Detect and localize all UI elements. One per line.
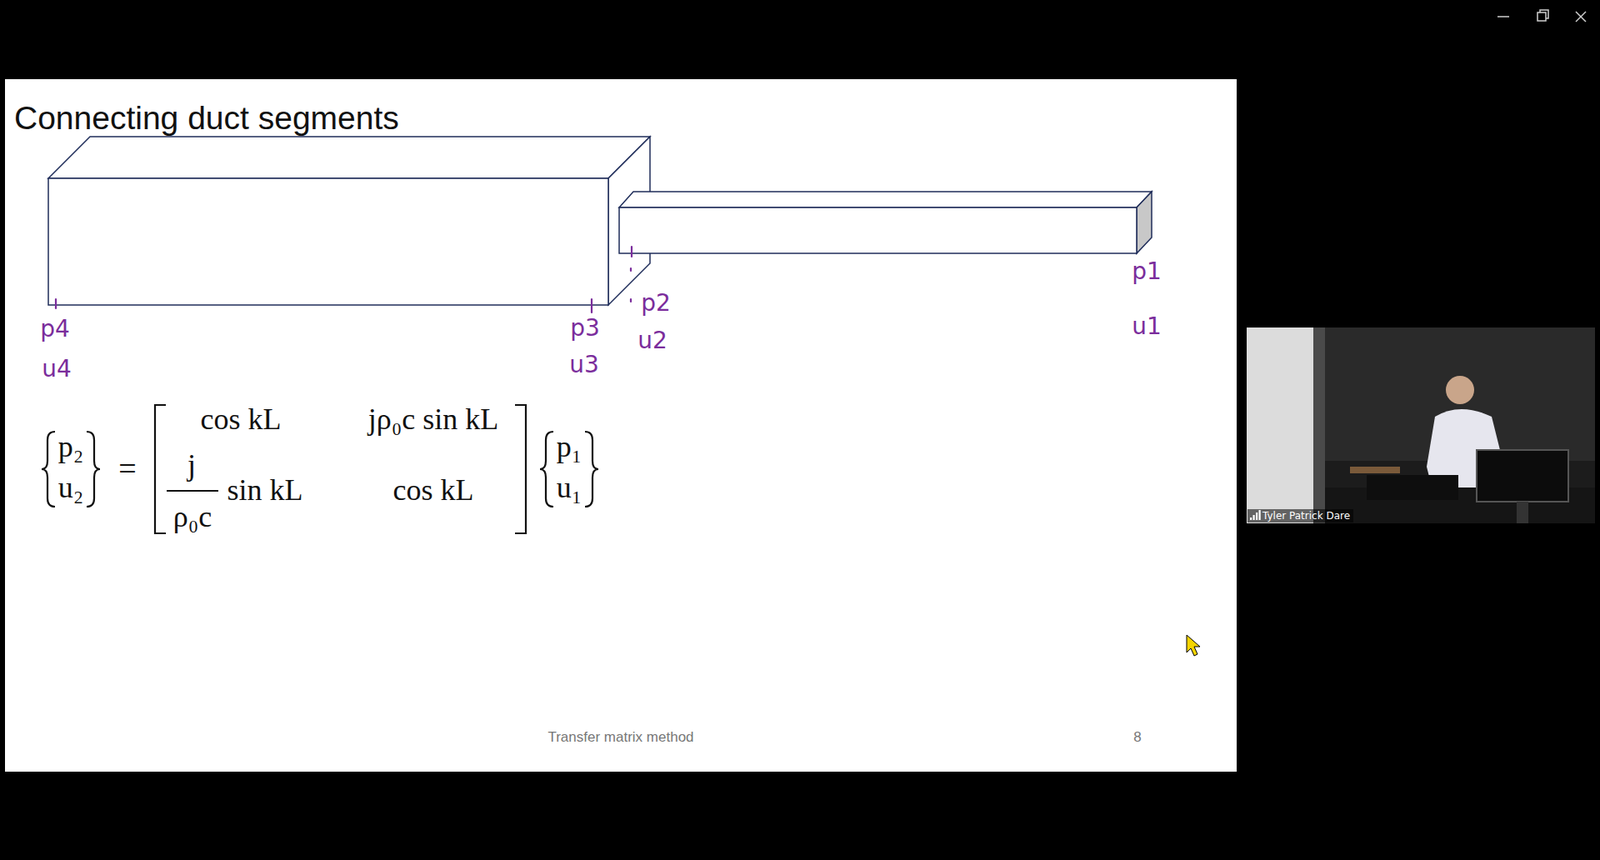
slide-title: Connecting duct segments: [14, 100, 400, 137]
vector-entry: u₂: [58, 471, 85, 505]
matrix-entry: jρ₀c sin kL: [368, 403, 500, 437]
tick-marks: [55, 246, 632, 313]
pressure-label: p2: [640, 290, 671, 317]
slide: [5, 79, 1237, 772]
pressure-label: p4: [40, 316, 70, 343]
velocity-label: u3: [569, 352, 600, 379]
velocity-label: u1: [1131, 314, 1162, 340]
mouse-cursor: [1186, 635, 1200, 656]
pressure-label: p1: [1131, 259, 1162, 285]
equation-brackets: [41, 405, 599, 534]
fraction-denominator: ρ₀c: [173, 500, 213, 535]
velocity-label: u2: [637, 328, 668, 355]
webcam-scene: [1246, 327, 1595, 524]
window-controls: [1497, 10, 1586, 22]
matrix-entry: cos kL: [200, 403, 282, 437]
vector-entry: p₁: [556, 430, 583, 465]
small-duct: [619, 191, 1152, 254]
signal-icon: [1250, 510, 1262, 520]
matrix-entry: cos kL: [393, 474, 475, 508]
pressure-label: p3: [570, 315, 600, 342]
velocity-label: u4: [41, 356, 72, 383]
page-number: 8: [1133, 730, 1141, 746]
webcam-tile: Tyler Patrick Dare: [1246, 327, 1595, 524]
vector-entry: u₁: [556, 471, 583, 505]
matrix-entry: sin kL: [226, 474, 303, 508]
fraction-numerator: j: [187, 449, 196, 483]
vector-entry: p₂: [58, 430, 85, 465]
footer-text: Transfer matrix method: [547, 730, 694, 746]
equals-sign: =: [118, 451, 136, 487]
participant-name: Tyler Patrick Dare: [1247, 509, 1354, 523]
large-duct: [48, 136, 650, 305]
